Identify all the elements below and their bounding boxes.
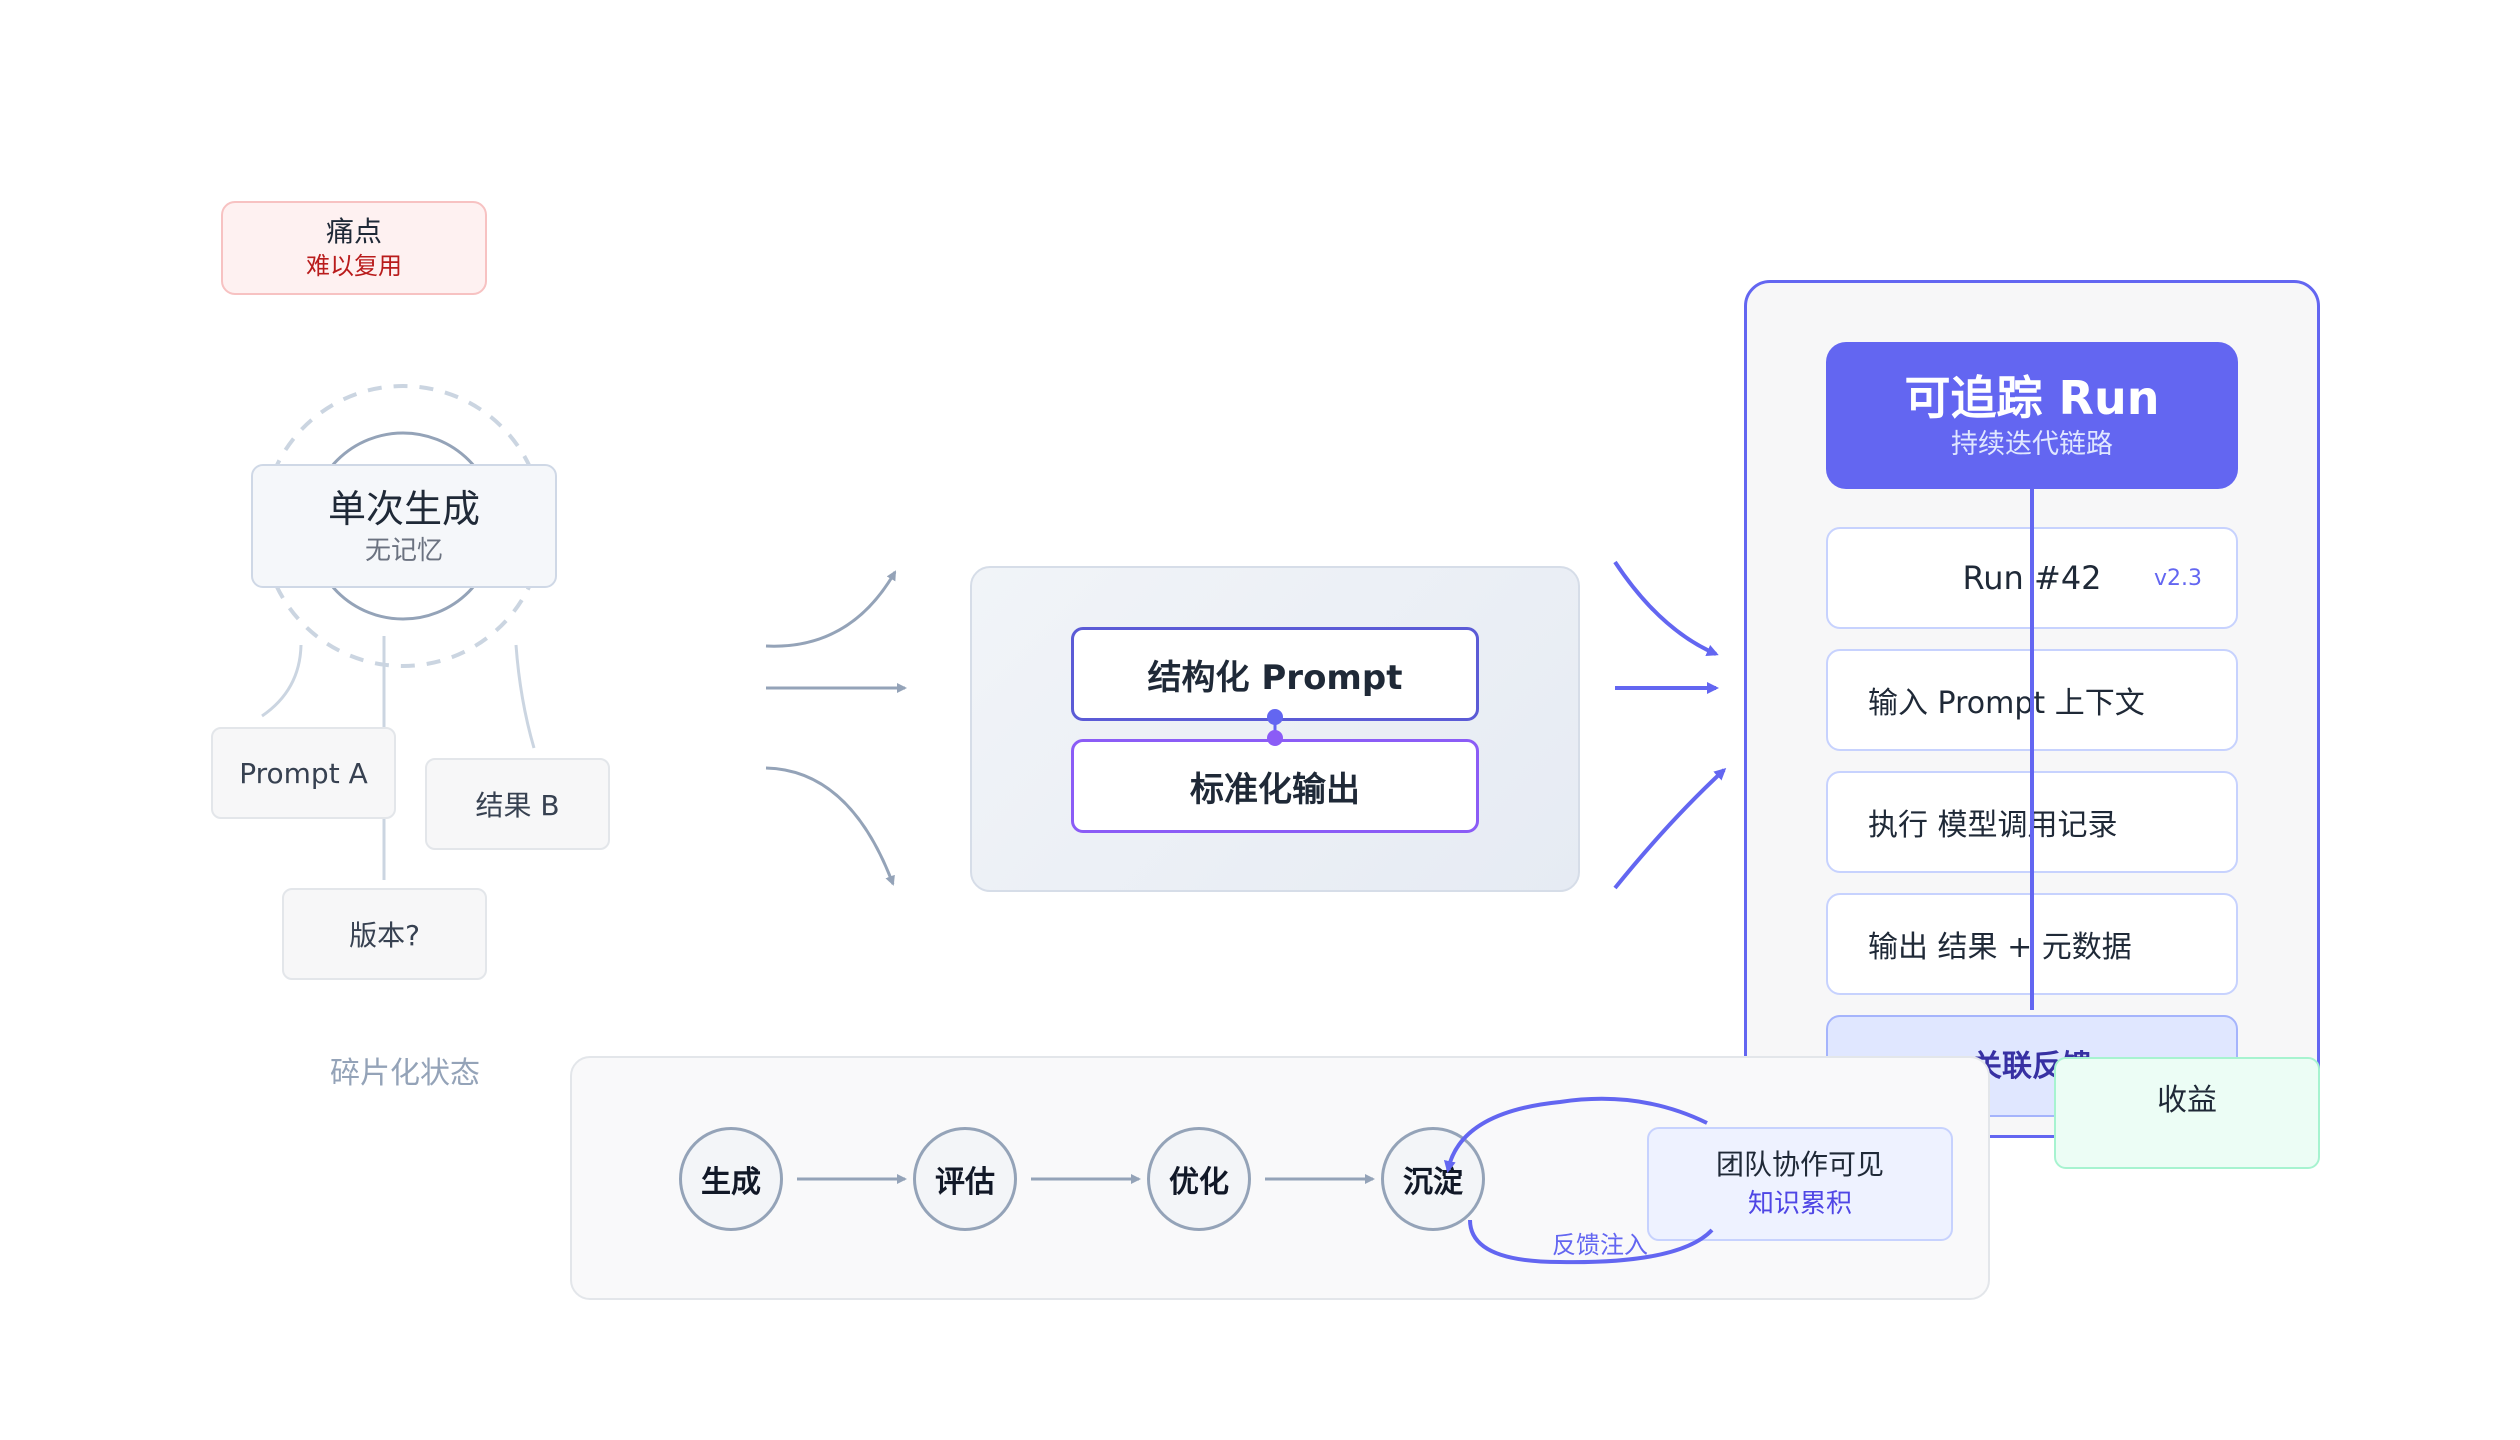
loop-step-generate-label: 生成	[701, 1165, 761, 1200]
fragment-line-a	[261, 644, 303, 718]
single-generation-subtitle: 无记忆	[364, 536, 443, 566]
run-header-subtitle: 持续迭代链路	[1951, 428, 2113, 460]
loop-step-evaluate: 评估	[913, 1127, 1017, 1231]
fragment-prompt-a: Prompt A	[211, 727, 396, 819]
single-generation-card: 单次生成 无记忆	[251, 464, 557, 588]
standard-output-label: 标准化输出	[1190, 769, 1360, 810]
run-id-row: Run #42 v2.3	[1826, 527, 2238, 629]
fragment-line-b	[514, 644, 536, 749]
pain-point-title: 痛点	[325, 215, 382, 248]
team-visibility-subtitle: 知识累积	[1747, 1189, 1852, 1219]
run-input-label: 输入 Prompt 上下文	[1868, 686, 2145, 721]
loop-step-optimize: 优化	[1147, 1127, 1251, 1231]
run-version-badge: v2.3	[2153, 565, 2202, 591]
standard-output-box: 标准化输出	[1071, 739, 1479, 833]
pain-point-card: 痛点 难以复用	[221, 201, 487, 295]
loop-step-optimize-label: 优化	[1169, 1165, 1229, 1200]
run-header-title: 可追踪 Run	[1904, 370, 2160, 425]
team-visibility-card: 团队协作可见 知识累积	[1647, 1127, 1953, 1241]
fragment-version: 版本?	[282, 888, 487, 980]
pain-point-subtitle: 难以复用	[306, 252, 402, 280]
arrow-left-lower	[765, 766, 895, 886]
run-exec-label: 执行 模型调用记录	[1868, 808, 2118, 843]
run-exec-row: 执行 模型调用记录	[1826, 771, 2238, 873]
loop-step-settle-label: 沉淀	[1403, 1165, 1463, 1200]
loop-step-settle: 沉淀	[1381, 1127, 1485, 1231]
fragment-result-b-label: 结果 B	[475, 789, 560, 822]
fragment-prompt-a-label: Prompt A	[239, 756, 368, 790]
structured-prompt-label: 结构化 Prompt	[1147, 657, 1403, 698]
run-id-label: Run #42	[1962, 559, 2102, 597]
loop-step-evaluate-label: 评估	[935, 1165, 995, 1200]
gain-label: 收益	[2157, 1083, 2217, 1118]
middle-panel	[970, 566, 1580, 892]
arrow-left-upper	[765, 570, 897, 648]
run-header: 可追踪 Run 持续迭代链路	[1826, 342, 2238, 489]
feedback-injection-label: 反馈注入	[1552, 1230, 1648, 1259]
single-generation-title: 单次生成	[327, 487, 480, 531]
team-visibility-title: 团队协作可见	[1715, 1148, 1884, 1181]
fragment-version-label: 版本?	[349, 919, 420, 952]
fragmented-state-label: 碎片化状态	[330, 1056, 480, 1091]
loop-step-generate: 生成	[679, 1127, 783, 1231]
run-output-label: 输出 结果 + 元数据	[1868, 930, 2132, 965]
run-input-row: 输入 Prompt 上下文	[1826, 649, 2238, 751]
run-output-row: 输出 结果 + 元数据	[1826, 893, 2238, 995]
gain-card: 收益	[2054, 1057, 2320, 1169]
structured-prompt-box: 结构化 Prompt	[1071, 627, 1479, 721]
fragment-result-b: 结果 B	[425, 758, 610, 850]
